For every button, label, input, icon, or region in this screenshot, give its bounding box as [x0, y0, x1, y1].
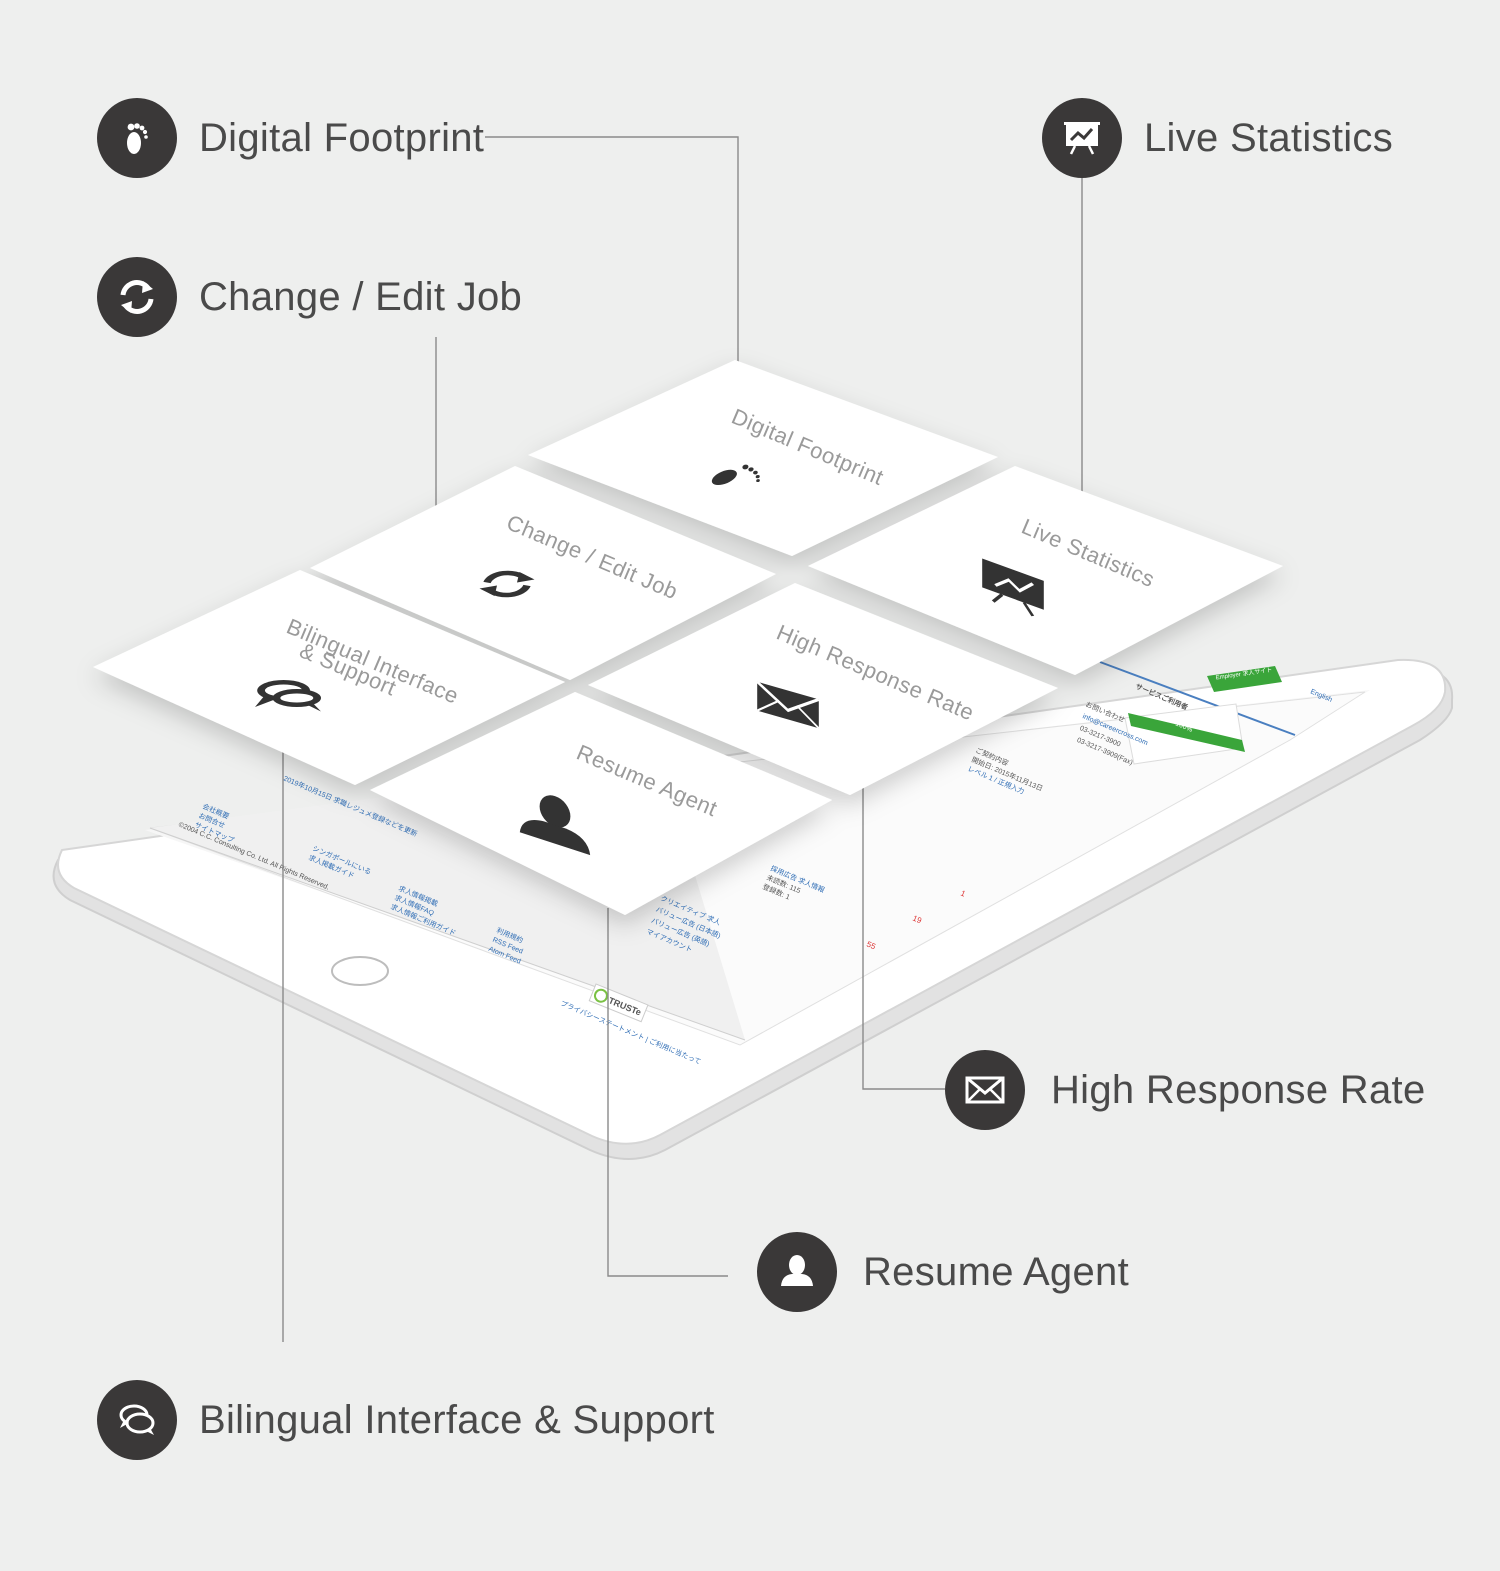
callout-live-statistics: Live Statistics: [1042, 98, 1393, 178]
svg-text:19: 19: [911, 914, 923, 926]
progress-bar: [1128, 713, 1245, 752]
callout-label: Resume Agent: [863, 1249, 1129, 1294]
tile-high-response-rate[interactable]: [588, 583, 1058, 795]
footprint-icon: [97, 98, 177, 178]
tile-digital-footprint[interactable]: [528, 360, 998, 556]
callout-resume-agent: Resume Agent: [757, 1232, 1129, 1312]
callout-bilingual: Bilingual Interface & Support: [97, 1380, 715, 1460]
callout-change-edit-job: Change / Edit Job: [97, 257, 522, 337]
leader-lines: [282, 136, 1083, 1342]
tile-live-statistics[interactable]: [808, 466, 1283, 675]
callout-label: Digital Footprint: [199, 115, 485, 160]
employer-site-button[interactable]: [1207, 666, 1282, 692]
truste-logo: TRUSTe: [588, 983, 649, 1023]
person-icon: [519, 795, 591, 856]
home-button[interactable]: [331, 956, 389, 986]
person-icon: [757, 1232, 837, 1312]
presentation-chart-icon: [1042, 98, 1122, 178]
svg-text:1: 1: [959, 889, 967, 899]
footprint-icon: [711, 464, 760, 486]
svg-text:55: 55: [865, 940, 877, 952]
tile-resume-agent[interactable]: [370, 692, 832, 915]
callout-label: Bilingual Interface & Support: [199, 1397, 715, 1442]
callout-label: High Response Rate: [1051, 1067, 1426, 1112]
chat-bubbles-icon: [97, 1380, 177, 1460]
callout-digital-footprint: Digital Footprint: [97, 98, 484, 178]
callout-high-response-rate: High Response Rate: [945, 1050, 1426, 1130]
tablet-screen: TRUSTe: [145, 661, 1370, 1046]
refresh-icon: [97, 257, 177, 337]
chat-bubbles-icon: [255, 680, 321, 712]
presentation-chart-icon: [982, 558, 1044, 617]
refresh-icon: [479, 570, 535, 598]
callout-label: Change / Edit Job: [199, 274, 523, 319]
envelope-icon: [945, 1050, 1025, 1130]
callout-label: Live Statistics: [1144, 115, 1394, 160]
tile-change-edit-job[interactable]: [310, 466, 776, 680]
envelope-icon: [756, 680, 820, 729]
tile-bilingual[interactable]: [93, 570, 565, 785]
